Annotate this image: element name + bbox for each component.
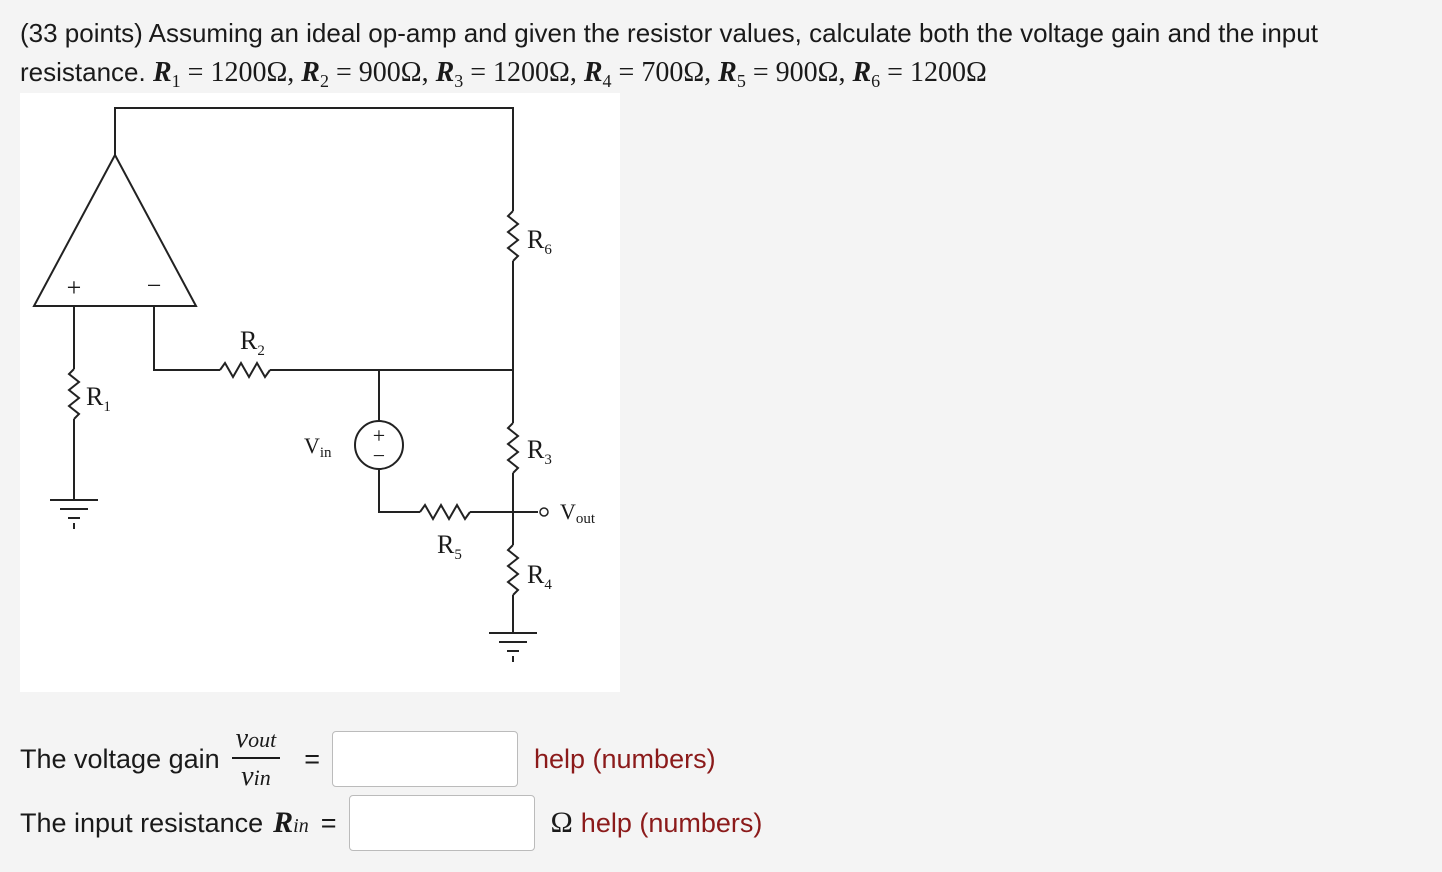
value-r5: R5 = 900Ω, bbox=[718, 57, 846, 91]
fraction-numerator: vout bbox=[231, 722, 281, 759]
plus-sign: + bbox=[67, 273, 82, 302]
gain-label: The voltage gain bbox=[20, 743, 220, 774]
source-minus-sign: − bbox=[373, 443, 385, 468]
r1-zigzag bbox=[67, 368, 81, 420]
source-bottom-wire bbox=[378, 469, 420, 513]
value-r3: R3 = 1200Ω, bbox=[435, 57, 577, 91]
r5-zigzag bbox=[419, 502, 471, 522]
resistor-values: R1 = 1200Ω, R2 = 900Ω, R3 = 1200Ω, R4 = … bbox=[152, 57, 987, 91]
rin-symbol: Rin bbox=[273, 806, 309, 839]
r6-zigzag bbox=[506, 210, 520, 262]
vout-terminal bbox=[539, 507, 549, 517]
circuit-diagram: + − R1 R2 R3 R4 R5 R6 Vin Vout + − bbox=[20, 93, 620, 692]
label-r4: R4 bbox=[527, 560, 552, 593]
label-r2: R2 bbox=[240, 326, 265, 359]
label-vin: Vin bbox=[304, 433, 332, 461]
resistance-answer-input[interactable] bbox=[348, 795, 535, 851]
label-r1: R1 bbox=[86, 382, 111, 415]
r2-zigzag bbox=[219, 360, 271, 380]
question-text: (33 points) Assuming an ideal op-amp and… bbox=[20, 14, 1430, 101]
resistance-equals: = bbox=[320, 807, 337, 838]
circuit-wires bbox=[32, 107, 538, 633]
ground-symbols bbox=[50, 499, 537, 662]
ground-right bbox=[489, 632, 537, 662]
gain-answer-input[interactable] bbox=[331, 731, 518, 787]
gain-equals: = bbox=[304, 743, 320, 774]
source-plus-sign: + bbox=[373, 423, 385, 448]
minus-sign: − bbox=[147, 271, 162, 300]
value-r6: R6 = 1200Ω bbox=[852, 57, 987, 91]
circuit-svg: + − R1 R2 R3 R4 R5 R6 Vin Vout + − bbox=[32, 107, 596, 662]
gain-row: The voltage gain vout vin = help (number… bbox=[20, 722, 716, 796]
gain-help-link[interactable]: help (numbers) bbox=[533, 743, 716, 774]
resistance-help-link[interactable]: help (numbers) bbox=[580, 807, 763, 838]
gain-fraction: vout vin bbox=[231, 722, 281, 796]
fraction-denominator: vin bbox=[241, 761, 271, 792]
resistance-label: The input resistance bbox=[20, 807, 264, 838]
question-intro: (33 points) Assuming an ideal op-amp and… bbox=[20, 18, 1318, 87]
label-r6: R6 bbox=[527, 225, 552, 258]
value-r4: R4 = 700Ω, bbox=[583, 57, 712, 91]
r3-zigzag bbox=[506, 422, 520, 474]
minus-input-wire bbox=[153, 306, 220, 371]
ground-left bbox=[50, 499, 98, 529]
value-r1: R1 = 1200Ω, bbox=[152, 57, 295, 91]
feedback-wire bbox=[114, 107, 514, 211]
value-r2: R2 = 900Ω, bbox=[301, 57, 429, 91]
label-vout: Vout bbox=[560, 499, 596, 527]
opamp-triangle bbox=[32, 152, 198, 307]
label-r3: R3 bbox=[527, 435, 552, 468]
label-r5: R5 bbox=[437, 530, 462, 563]
r4-zigzag bbox=[506, 544, 520, 596]
ohm-unit: Ω bbox=[550, 806, 573, 839]
resistance-row: The input resistance Rin = Ω help (numbe… bbox=[20, 795, 762, 851]
